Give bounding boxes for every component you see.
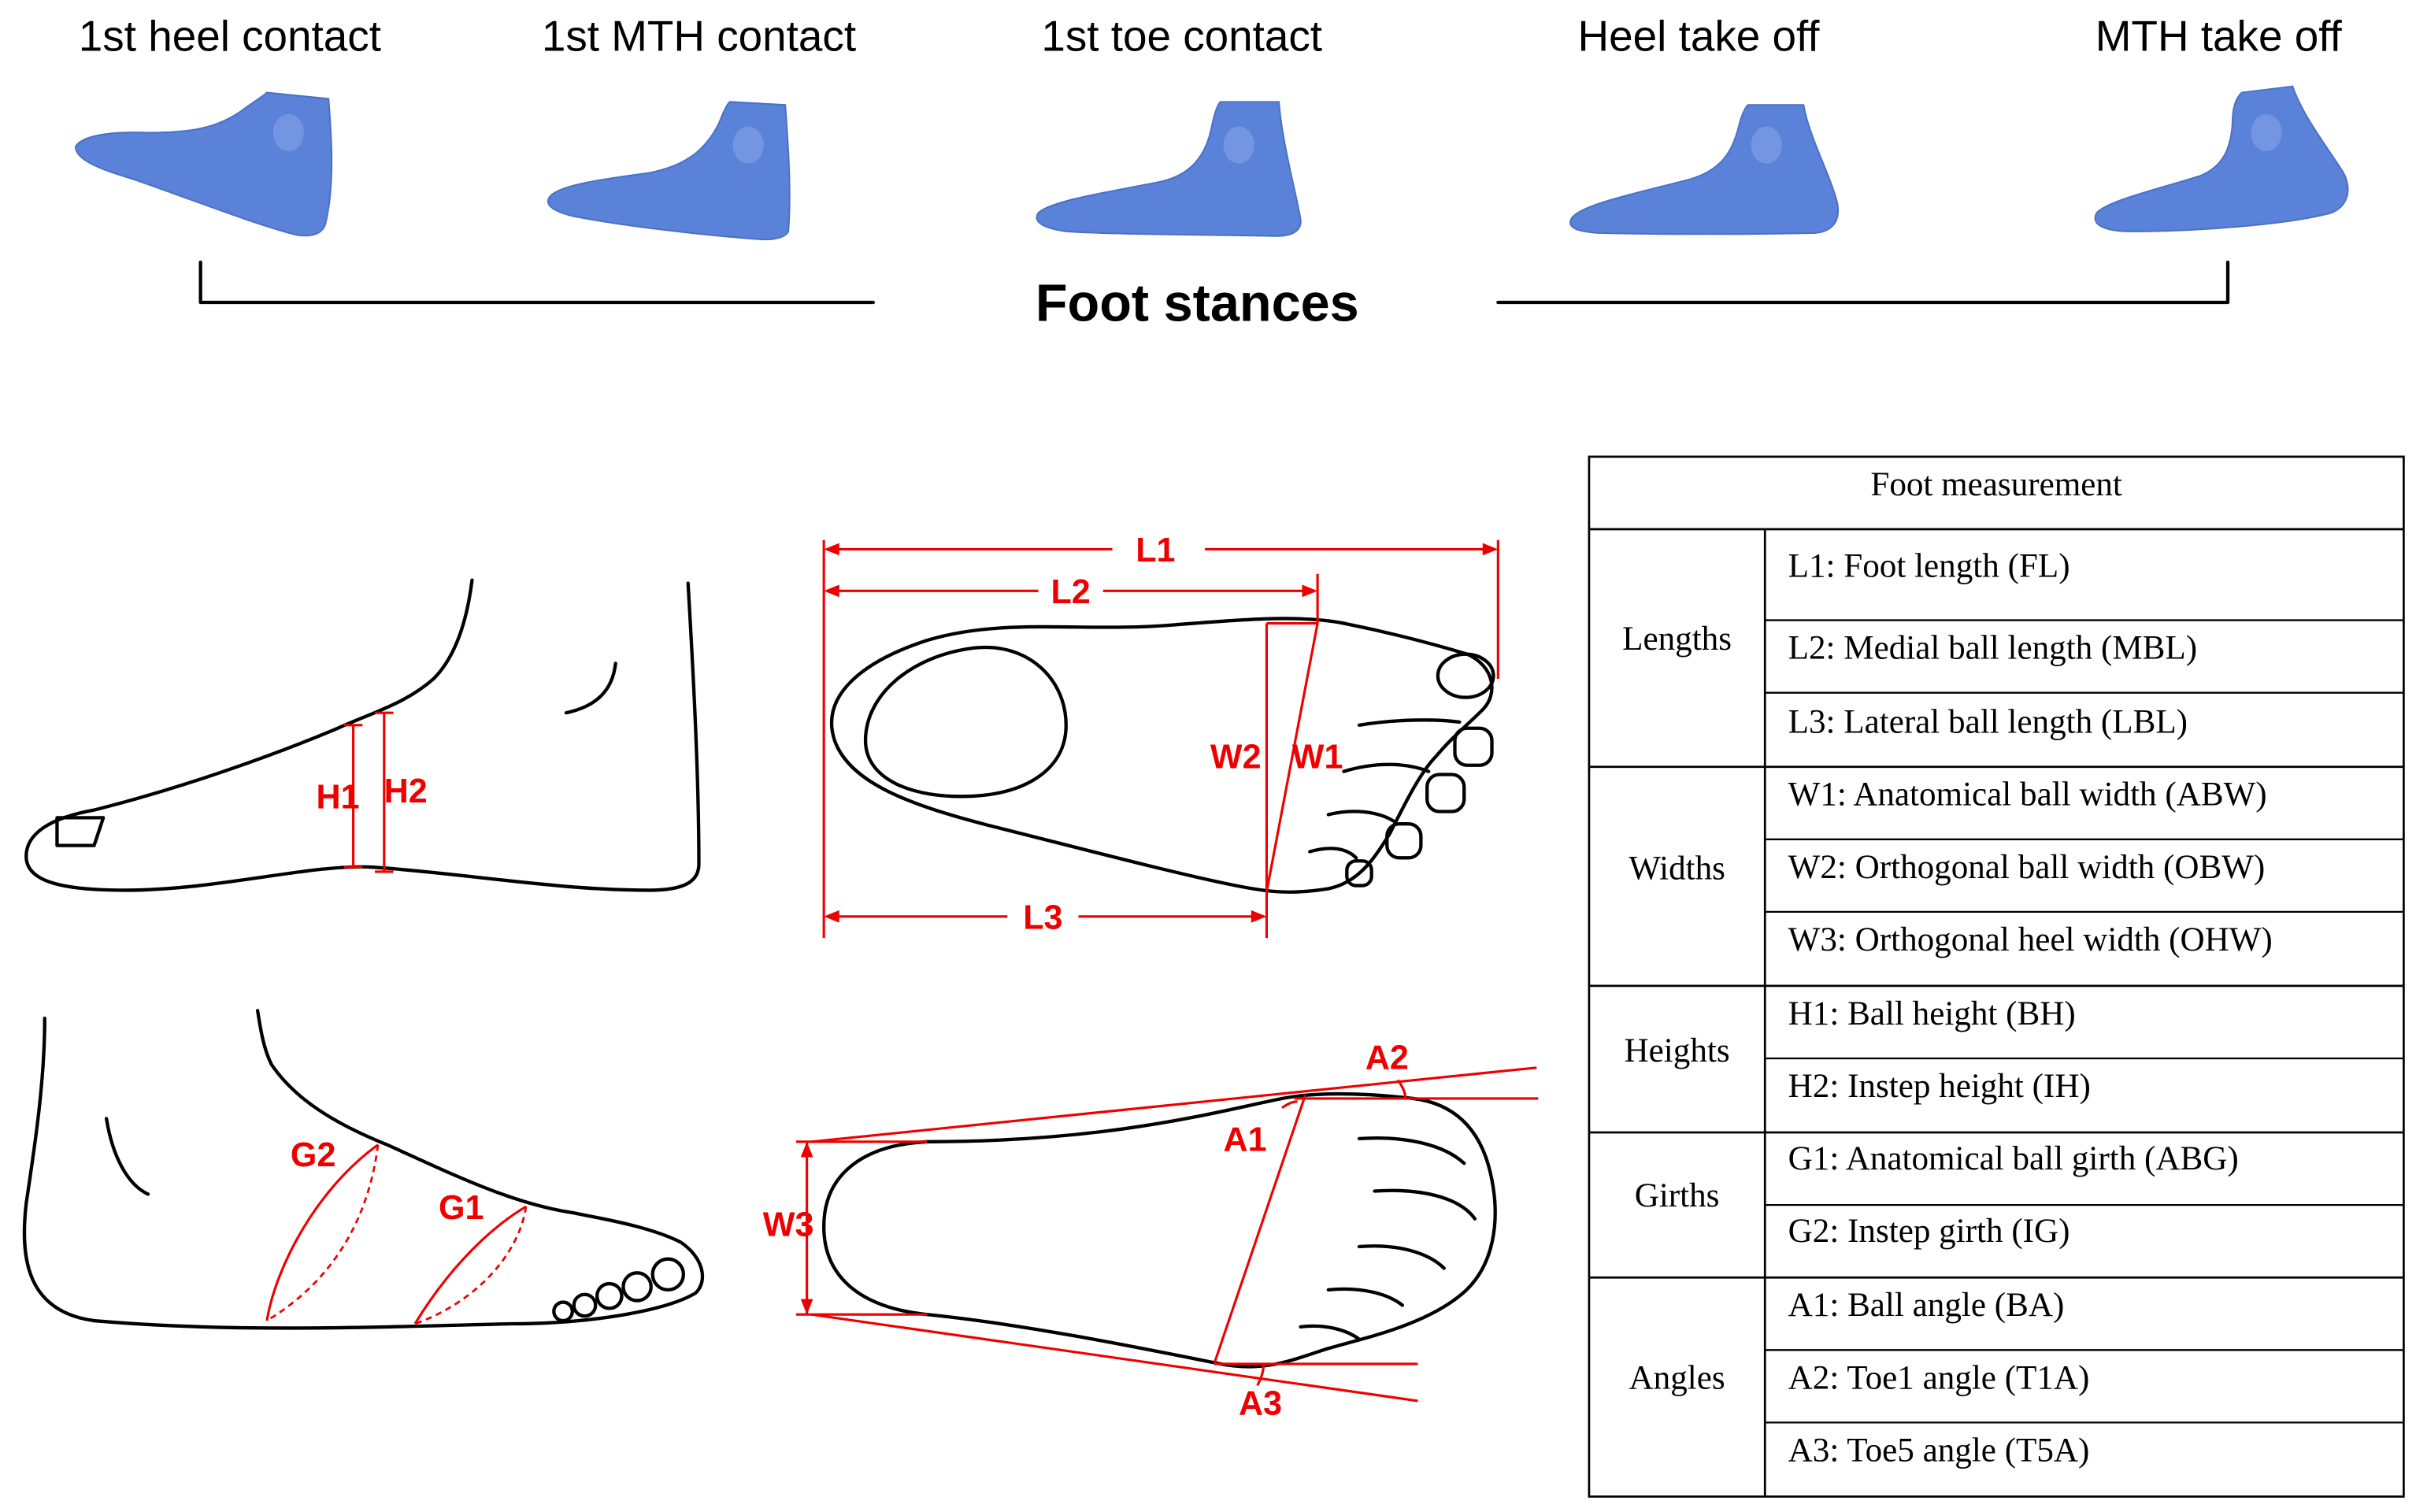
foot-model-heel-take-off [1569, 104, 1840, 235]
label-w2: W2 [1210, 739, 1262, 776]
side-view-heights: H1 H2 [24, 578, 701, 892]
foot-model-mth-contact [547, 101, 791, 241]
label-h2: H2 [384, 773, 428, 810]
row-h1: H1: Ball height (BH) [1788, 995, 2076, 1032]
foot-stances-panel: 1st heel contact 1st MTH contact 1st toe… [74, 12, 2349, 333]
group-widths: Widths [1629, 850, 1725, 888]
label-a2: A2 [1365, 1040, 1409, 1077]
label-a3: A3 [1239, 1385, 1282, 1423]
row-l3: L3: Lateral ball length (LBL) [1788, 704, 2188, 741]
stance-label-mth-contact: 1st MTH contact [542, 12, 856, 61]
label-l3: L3 [1023, 899, 1062, 936]
table-header: Foot measurement [1870, 466, 2122, 503]
label-g2: G2 [291, 1136, 336, 1174]
row-g1: G1: Anatomical ball girth (ABG) [1788, 1140, 2239, 1177]
stance-label-mth-take-off: MTH take off [2095, 12, 2343, 61]
row-w3: W3: Orthogonal heel width (OHW) [1788, 921, 2273, 958]
group-heights: Heights [1625, 1032, 1730, 1069]
stance-bracket-left [198, 260, 876, 305]
row-w2: W2: Orthogonal ball width (OBW) [1788, 849, 2266, 886]
row-l2: L2: Medial ball length (MBL) [1788, 630, 2197, 667]
row-a2: A2: Toe1 angle (T1A) [1788, 1359, 2090, 1396]
foot-model-mth-take-off [2094, 85, 2349, 232]
row-a3: A3: Toe5 angle (T5A) [1788, 1432, 2090, 1469]
stance-label-toe-contact: 1st toe contact [1041, 12, 1322, 61]
row-h2: H2: Instep height (IH) [1788, 1068, 2091, 1105]
top-view-lengths-widths: L1 L2 L3 W2 W1 [822, 532, 1499, 939]
label-w3: W3 [763, 1206, 814, 1243]
foot-measurement-table: Foot measurement Lengths L1: Foot length… [1588, 455, 2405, 1498]
row-w1: W1: Anatomical ball width (ABW) [1788, 776, 2267, 813]
label-l2: L2 [1051, 573, 1090, 611]
row-l1: L1: Foot length (FL) [1788, 548, 2070, 585]
stance-label-heel-contact: 1st heel contact [79, 12, 381, 61]
group-lengths: Lengths [1622, 621, 1732, 658]
foot-stances-title: Foot stances [1036, 275, 1359, 333]
row-g2: G2: Instep girth (IG) [1788, 1213, 2070, 1250]
row-a1: A1: Ball angle (BA) [1788, 1287, 2065, 1324]
label-l1: L1 [1136, 532, 1175, 569]
foot-model-heel-contact [74, 91, 333, 237]
group-angles: Angles [1629, 1359, 1725, 1396]
foot-model-toe-contact [1036, 101, 1302, 237]
sole-view-angles: A2 A1 A3 W3 [763, 1040, 1539, 1423]
stance-bracket-right [1496, 260, 2230, 305]
group-girths: Girths [1635, 1177, 1720, 1214]
label-h1: H1 [316, 779, 359, 817]
label-a1: A1 [1223, 1121, 1266, 1159]
stance-label-heel-take-off: Heel take off [1578, 12, 1821, 61]
label-g1: G1 [439, 1189, 484, 1227]
side-view-girths: G2 G1 [22, 1009, 705, 1330]
label-w1: W1 [1292, 739, 1343, 776]
